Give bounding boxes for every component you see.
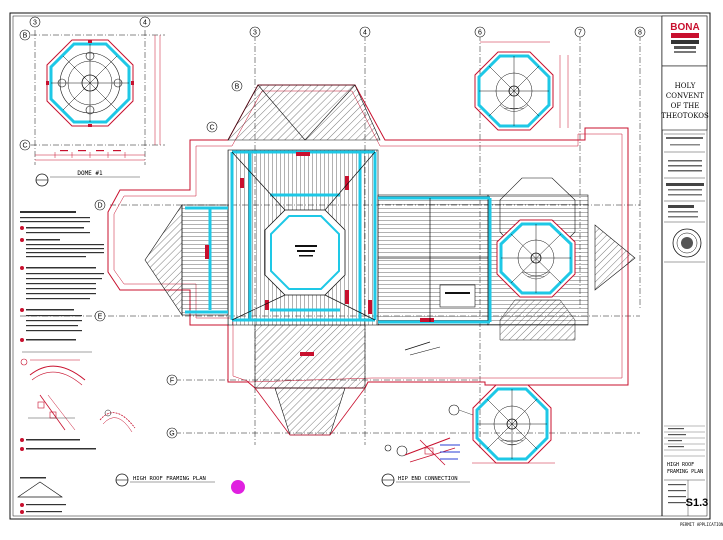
- grid-bubble-row: E: [98, 314, 103, 321]
- hip-end-connection-detail: HIP END CONNECTION: [381, 437, 470, 487]
- project-title-line-1: HOLY: [675, 82, 696, 90]
- engineer-seal: [672, 228, 702, 258]
- high-roof-framing-plan-title: HIGH ROOF FRAMING PLAN: [133, 476, 206, 482]
- notes-bottom-left: [17, 438, 96, 514]
- dome-bottom-right: [448, 384, 555, 464]
- firm-logo: BONA: [670, 22, 699, 33]
- project-title-line-3: OF THE: [671, 102, 700, 110]
- dome-1-title: DOME #1: [77, 170, 103, 177]
- grid-bubble-col: 3: [33, 20, 37, 27]
- grid-bubble-row: G: [169, 431, 174, 438]
- grid-bubble-col: 4: [143, 20, 147, 27]
- grid-bubbles: 3 4 3 4 6 7 8 B C B C D E F G: [19, 16, 646, 439]
- grid-bubble-row: F: [170, 378, 174, 385]
- grid-bubble-col: 7: [578, 30, 582, 37]
- general-notes: [20, 211, 104, 342]
- grid-bubble-row: B: [23, 33, 28, 40]
- title-block: BONA HOLY CONVENT OF THE THEOTOKOS: [661, 15, 709, 516]
- dome-top-right: [474, 41, 569, 131]
- project-title-line-2: CONVENT: [666, 92, 705, 100]
- grid-bubble-col: 4: [363, 30, 367, 37]
- grid-bubble-col: 3: [253, 30, 257, 37]
- grid-bubble-row: C: [209, 125, 214, 132]
- sheet-number: S1.3: [686, 497, 709, 509]
- connection-detail-small: [28, 394, 76, 431]
- main-plan-title: HIGH ROOF FRAMING PLAN: [115, 473, 245, 494]
- dome-middle-right: [496, 177, 576, 341]
- grid-bubble-col: 6: [478, 30, 482, 37]
- dome-1-detail: DOME #1: [35, 35, 161, 187]
- rafter-detail: [20, 351, 92, 386]
- sheet-title-line-2: FRAMING PLAN: [667, 469, 703, 475]
- svg-text:PERMIT APPLICATION PRINTING: PERMIT APPLICATION PRINTING: [680, 522, 723, 527]
- magenta-marker: [231, 480, 245, 494]
- grid-bubble-row: B: [235, 84, 240, 91]
- project-title-line-4: THEOTOKOS: [661, 112, 709, 120]
- sheet-title-line-1: HIGH ROOF: [667, 462, 694, 468]
- grid-bubble-col: 8: [638, 30, 642, 37]
- arch-detail: [99, 409, 136, 433]
- grid-bubble-row: C: [22, 143, 27, 150]
- hip-end-connection-title: HIP END CONNECTION: [398, 476, 458, 482]
- grid-bubble-row: D: [97, 203, 102, 210]
